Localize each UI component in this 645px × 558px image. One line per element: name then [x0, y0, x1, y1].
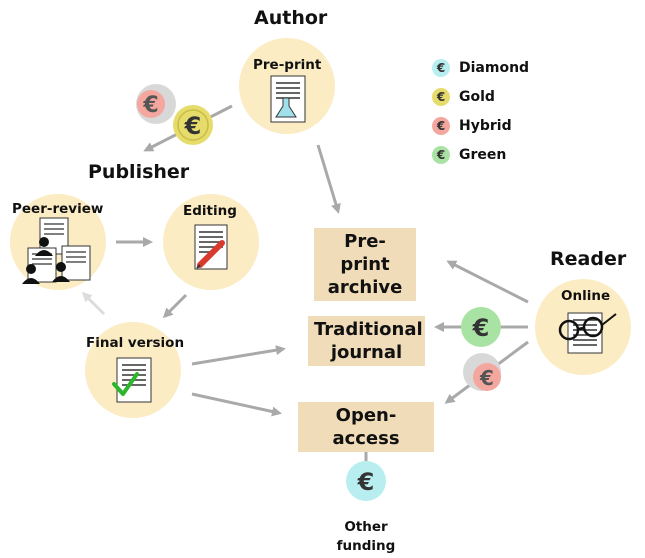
legend-label-gold: Gold: [459, 89, 495, 105]
publisher-label: Publisher: [88, 161, 190, 183]
hybrid-euro-icon: €: [432, 117, 450, 135]
arrow-reader-to-preprint-archive: [446, 260, 529, 304]
arrow-final-to-peer-review: [81, 291, 106, 316]
preprint-label: Pre-print: [253, 57, 322, 73]
other-funding-line1: Other: [344, 519, 388, 535]
green-coin-reader: €: [461, 307, 501, 347]
gold-euro-icon: €: [432, 88, 450, 106]
document-check-icon: [112, 357, 152, 403]
preprint-archive-line2: archive: [327, 277, 403, 298]
hybrid-coin-author: €: [136, 84, 176, 124]
peer-review-icon: [22, 217, 91, 284]
svg-text:€: €: [479, 366, 494, 390]
open-access-box: Open-access: [298, 402, 434, 452]
diamond-coin-funding: €: [346, 461, 386, 501]
peer-review-label: Peer-review: [12, 201, 104, 217]
legend-item-gold: € Gold: [432, 86, 495, 108]
traditional-journal-line1: Traditional: [314, 319, 423, 340]
gold-coin-author: €: [173, 105, 213, 145]
reader-label: Reader: [550, 248, 627, 270]
other-funding-label: Other funding: [329, 518, 403, 556]
legend-label-green: Green: [459, 147, 507, 163]
editing-label: Editing: [183, 203, 237, 219]
arrow-final-to-open-access: [191, 392, 282, 417]
diamond-euro-icon: €: [432, 59, 450, 77]
arrow-final-to-journal: [191, 345, 286, 366]
other-funding-line2: funding: [336, 538, 396, 554]
open-access-text: Open-access: [332, 405, 400, 449]
author-label: Author: [254, 7, 328, 29]
arrow-editing-to-final: [162, 293, 188, 319]
svg-text:€: €: [357, 468, 375, 496]
traditional-journal-line2: journal: [330, 342, 403, 363]
document-flask-icon: [270, 75, 306, 123]
document-pencil-icon: [194, 224, 228, 270]
preprint-archive-box: Pre-print archive: [314, 228, 416, 301]
svg-text:€: €: [142, 93, 158, 118]
preprint-archive-line1: Pre-print: [340, 231, 390, 275]
legend-item-green: € Green: [432, 144, 506, 166]
svg-text:€: €: [184, 112, 202, 140]
legend-label-diamond: Diamond: [459, 60, 530, 76]
final-version-label: Final version: [86, 335, 185, 351]
traditional-journal-box: Traditional journal: [308, 316, 425, 366]
hybrid-coin-reader: €: [463, 353, 501, 391]
online-label: Online: [561, 288, 611, 304]
svg-text:€: €: [472, 314, 490, 342]
document-glasses-icon: [558, 312, 617, 354]
legend-item-diamond: € Diamond: [432, 57, 529, 79]
arrow-author-to-preprint-archive: [316, 144, 341, 214]
legend-label-hybrid: Hybrid: [459, 118, 512, 134]
green-euro-icon: €: [432, 146, 450, 164]
legend-item-hybrid: € Hybrid: [432, 115, 512, 137]
